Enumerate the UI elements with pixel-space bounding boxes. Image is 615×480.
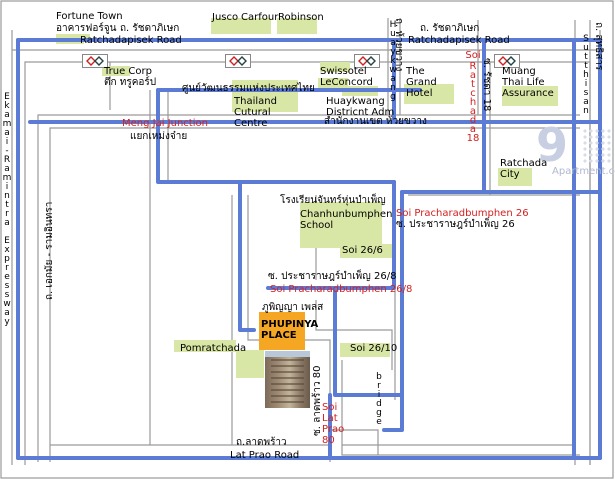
label-fortune-town: Fortune Town — [56, 11, 123, 22]
label-lat-prao-80-name: Lat Prao — [322, 413, 345, 435]
label-sutthisan-text: Sutthisan — [581, 34, 591, 115]
label-jusco: Jusco — [212, 12, 239, 23]
label-soi-26-6: Soi 26/6 — [342, 245, 383, 256]
label-bridge: bridge — [374, 372, 386, 426]
label-muang-thai: Muang Thai Life Assurance — [502, 66, 554, 99]
label-grand-hotel: The Grand Hotel — [406, 66, 437, 99]
mrt-station-icon — [225, 54, 251, 68]
label-ratchada-18-soi: Soi — [465, 50, 481, 61]
label-soi-26-10: Soi 26/10 — [350, 343, 398, 354]
label-soi-26-8-thai: ซ. ประชาราษฎร์บำเพ็ญ 26/8 — [268, 271, 397, 282]
label-lat-prao-road: Lat Prao Road — [230, 450, 300, 461]
mrt-station-icon — [494, 54, 520, 68]
label-carfour: Carfour — [241, 12, 279, 23]
label-true-thai: ตึก ทรูคอร์ป — [104, 77, 157, 88]
label-soi-pracharad-26-8: Soi Pracharadbumphen 26/8 — [270, 284, 413, 295]
label-phupinya-thai: ภูพิญญา เพลส — [262, 302, 324, 313]
label-fortune-thai: อาคารฟอร์จูน — [56, 23, 117, 34]
watermark-dot-grid — [582, 128, 612, 164]
label-huaykwang-road: Huaykwang — [387, 20, 399, 101]
label-huaykwang-district-thai: สำนักงานเขต ห้วยขวาง — [324, 116, 427, 127]
building-photo — [265, 351, 310, 408]
watermark-logo-text: 9 — [536, 118, 569, 172]
label-huaykwang-text: Huaykwang — [388, 20, 398, 101]
label-lat-prao-thai: ถ.ลาดพร้าว — [236, 437, 287, 448]
label-ratchadapisek-left: Ratchadapisek Road — [80, 35, 182, 46]
label-soi-lat-prao-80: Soi Lat Prao 80 — [322, 402, 360, 446]
label-lat-prao-80-thai: ซ. ลาดพร้าว 80 — [312, 365, 323, 436]
label-lat-prao-80-num: 80 — [322, 435, 335, 446]
label-ratchada-18-thai: ซ. รัชดา 18 — [481, 58, 492, 112]
label-soi-26-thai: ซ. ประชาราษฎร์บำเพ็ญ 26 — [396, 219, 515, 230]
watermark-logo: 9 Apartment.com — [536, 118, 615, 180]
label-phupinya-place: PHUPINYA PLACE — [261, 319, 319, 341]
label-true-corp: True Corp — [104, 66, 152, 77]
label-huaykwang-district: Huaykwang Districnt Adm — [326, 96, 395, 118]
mrt-station-icon — [82, 54, 108, 68]
label-bridge-text: bridge — [374, 372, 384, 426]
label-ratchada-thai-left: ถ. รัชดาภิเษก — [120, 23, 180, 34]
label-ratchada-thai-right: ถ. รัชดาภิเษก — [420, 23, 480, 34]
label-ratchada-18-name: Ratchada — [467, 61, 479, 133]
label-chanhunbumphen: Chanhunbumphen School — [300, 209, 393, 231]
label-huaykwang-thai: ถ. ห้วยขวาง — [393, 18, 404, 72]
photo-sky — [265, 351, 310, 357]
label-swissotel: Swissotel LeConcord — [320, 66, 373, 88]
photo-windows — [271, 355, 304, 403]
label-soi-ratchada-18: Soi Ratchada 18 — [462, 50, 484, 144]
label-cultural-thai: ศูนย์วัฒนธรรมแห่งประเทศไทย — [182, 83, 315, 94]
label-ratchadapisek-right: Ratchadapisek Road — [408, 35, 510, 46]
label-sutthisan-thai: ถ. สุทธิสาร — [593, 22, 604, 71]
watermark-site: Apartment.com — [552, 166, 615, 177]
mrt-station-icon — [354, 54, 380, 68]
label-meng-jai-thai: แยกเหม่งจ๋าย — [130, 131, 188, 142]
label-sutthisan-road: Sutthisan — [580, 34, 592, 115]
label-lat-prao-80-soi: Soi — [322, 402, 338, 413]
label-school-thai: โรงเรียนจันทร์หุ่นบำเพ็ญ — [280, 195, 386, 206]
label-ekamai-expressway: Ekamai-Ramintra Expressway — [1, 92, 13, 326]
label-thailand-cultural: Thailand Cutural Centre — [234, 96, 277, 129]
label-meng-jai: Meng Jai Junction — [122, 118, 208, 129]
label-ratchada-city: Ratchada City — [500, 158, 548, 180]
label-robinson: Robinson — [278, 12, 324, 23]
label-ekamai-text: Ekamai-Ramintra Expressway — [2, 92, 12, 326]
label-soi-pracharad-26: Soi Pracharadbumphen 26 — [396, 208, 529, 219]
label-ratchada-18-num: 18 — [466, 133, 480, 144]
label-ekamai-thai: ถ. เอกมัย - รามอินทรา — [44, 201, 55, 300]
label-pomratchada: Pomratchada — [180, 343, 247, 354]
